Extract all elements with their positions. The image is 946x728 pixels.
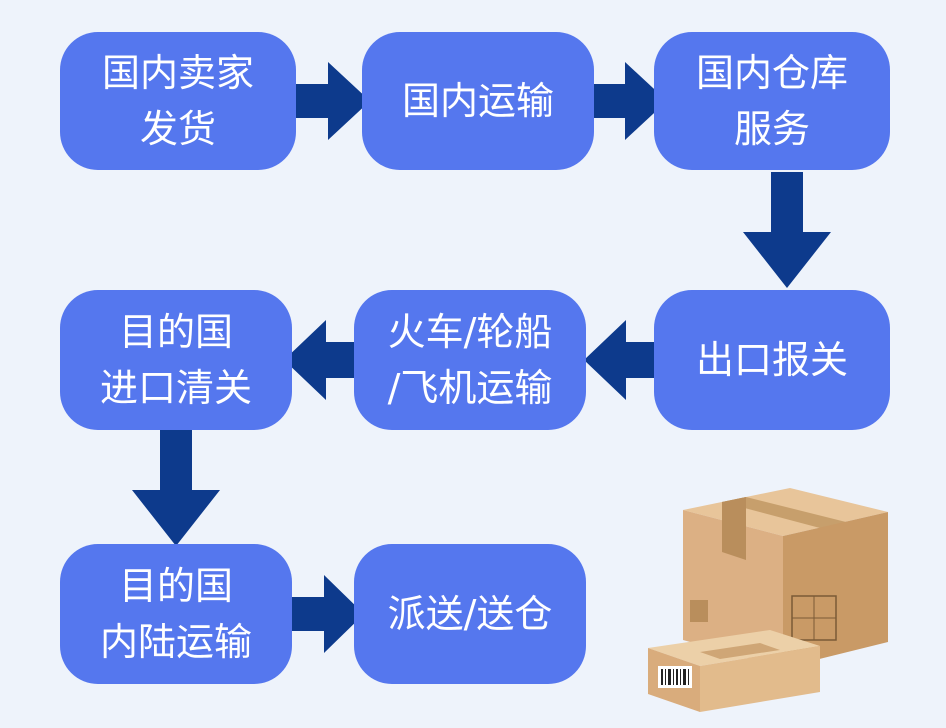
node-domestic-transport: 国内运输 bbox=[362, 32, 594, 170]
node-label: 火车/轮船 bbox=[387, 310, 553, 354]
arrow-down-2 bbox=[132, 428, 220, 546]
node-label: 内陆运输 bbox=[99, 620, 252, 664]
arrow-left-2 bbox=[284, 320, 362, 400]
node-train-ship-air: 火车/轮船 /飞机运输 bbox=[354, 290, 586, 430]
node-label: 发货 bbox=[139, 107, 216, 151]
node-delivery: 派送/送仓 bbox=[354, 544, 586, 684]
node-label: 目的国 bbox=[118, 310, 233, 354]
node-label: 服务 bbox=[733, 107, 810, 151]
arrow-down-1 bbox=[743, 172, 831, 288]
arrow-left-1 bbox=[584, 320, 662, 400]
node-label: 国内仓库 bbox=[695, 51, 848, 95]
node-import-customs: 目的国 进口清关 bbox=[60, 290, 292, 430]
node-domestic-warehouse: 国内仓库 服务 bbox=[654, 32, 890, 170]
node-label: 国内卖家 bbox=[101, 51, 254, 95]
arrow-right-3 bbox=[288, 575, 364, 653]
node-export-customs: 出口报关 bbox=[654, 290, 890, 430]
arrow-right-1 bbox=[295, 62, 370, 140]
node-inland-transport: 目的国 内陆运输 bbox=[60, 544, 292, 684]
node-label: 派送/送仓 bbox=[387, 592, 553, 636]
arrow-right-2 bbox=[592, 62, 667, 140]
node-label: 进口清关 bbox=[99, 366, 252, 410]
node-label: 出口报关 bbox=[695, 338, 848, 382]
node-label: /飞机运输 bbox=[387, 366, 553, 410]
node-label: 目的国 bbox=[118, 564, 233, 608]
node-domestic-seller-ship: 国内卖家 发货 bbox=[60, 32, 296, 170]
node-label: 国内运输 bbox=[401, 79, 554, 123]
